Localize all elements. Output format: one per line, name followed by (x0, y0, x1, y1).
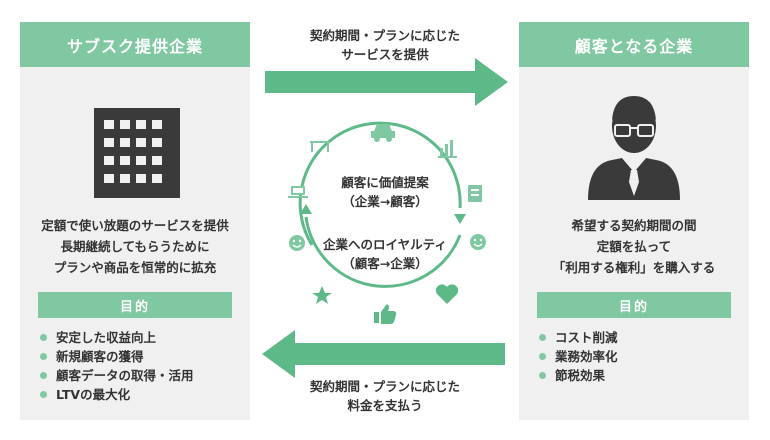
list-item: 新規顧客の獲得 (40, 347, 194, 366)
service-caption-line: サービスを提供 (341, 47, 429, 62)
smile-face-icon (289, 235, 305, 251)
list-item: 業務効率化 (539, 347, 618, 366)
customer-description: 希望する契約期間の間 定額を払って 「利用する権利」を購入する (519, 215, 749, 278)
chart-icon (438, 140, 457, 158)
value-proposal-line: 顧客に価値提案 (341, 175, 429, 190)
smile-face-icon (470, 234, 486, 250)
bullet-icon (40, 372, 47, 379)
document-icon (468, 185, 482, 202)
bullet-icon (40, 353, 47, 360)
bullet-icon (539, 372, 546, 379)
laptop-icon (288, 186, 308, 198)
service-caption-line: 契約期間・プランに応じた (309, 28, 460, 43)
thumbs-up-icon (374, 304, 397, 324)
businessman-icon (588, 96, 680, 200)
service-arrow (265, 58, 508, 106)
value-cycle (298, 121, 466, 288)
list-item: コスト削減 (539, 328, 618, 347)
provider-description: 定額で使い放題のサービスを提供 長期継続してもらうために プランや商品を恒常的に… (20, 215, 250, 278)
star-icon (312, 286, 332, 304)
payment-caption-line: 料金を支払う (347, 398, 423, 413)
customer-description-line: 希望する契約期間の間 (571, 218, 697, 233)
customer-description-line: 「利用する権利」を購入する (552, 260, 716, 275)
value-proposal-line: （企業→顧客） (342, 194, 428, 209)
payment-caption: 契約期間・プランに応じた 料金を支払う (265, 377, 505, 415)
list-item: 節税効果 (539, 366, 618, 385)
provider-description-line: 定額で使い放題のサービスを提供 (41, 218, 229, 233)
provider-panel: サブスク提供企業 定額で使い放題のサービスを提供 長期継続してもらうために プラ… (20, 22, 250, 420)
list-item: 安定した収益向上 (40, 328, 194, 347)
loyalty-line: （顧客→企業） (342, 256, 428, 271)
payment-arrow (262, 330, 505, 378)
customer-purpose-list: コスト削減 業務効率化 節税効果 (539, 328, 618, 385)
building-icon (94, 108, 180, 198)
provider-title: サブスク提供企業 (20, 22, 250, 67)
customer-panel: 顧客となる企業 希望する契約期間の間 定額を払って 「利用する権利」を購入する … (519, 22, 749, 420)
payment-caption-line: 契約期間・プランに応じた (309, 379, 460, 394)
customer-description-line: 定額を払って (596, 239, 672, 254)
customer-purpose-header: 目的 (537, 292, 731, 318)
list-item: 顧客データの取得・活用 (40, 366, 194, 385)
frame-icon (310, 141, 330, 152)
provider-description-line: プランや商品を恒常的に拡充 (53, 260, 217, 275)
provider-purpose-header: 目的 (38, 292, 232, 318)
bullet-icon (40, 391, 47, 398)
loyalty-line: 企業へのロイヤルティ (323, 237, 447, 252)
bullet-icon (539, 353, 546, 360)
loyalty-text: 企業へのロイヤルティ （顧客→企業） (305, 235, 465, 273)
bullet-icon (40, 334, 47, 341)
provider-description-line: 長期継続してもらうために (60, 239, 210, 254)
bullet-icon (539, 334, 546, 341)
car-icon (371, 124, 395, 142)
provider-purpose-list: 安定した収益向上 新規顧客の獲得 顧客データの取得・活用 LTVの最大化 (40, 328, 194, 404)
value-proposal-text: 顧客に価値提案 （企業→顧客） (305, 173, 465, 211)
list-item: LTVの最大化 (40, 385, 194, 404)
customer-title: 顧客となる企業 (519, 22, 749, 67)
service-caption: 契約期間・プランに応じた サービスを提供 (265, 26, 505, 64)
heart-icon (435, 284, 459, 304)
